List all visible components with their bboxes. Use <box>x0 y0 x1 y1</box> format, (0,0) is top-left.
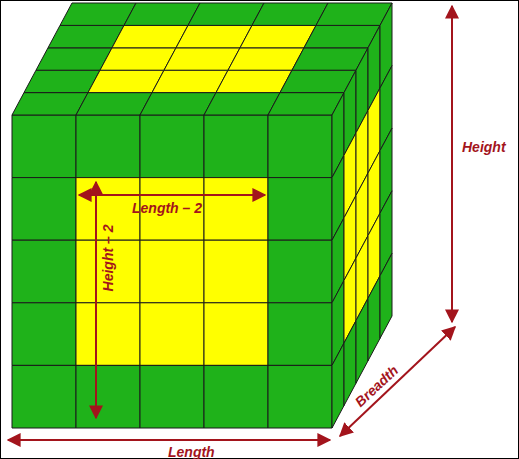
length-arrow <box>8 439 330 441</box>
cube-cell <box>76 365 140 428</box>
cube-cell <box>252 3 328 25</box>
cube-cell <box>152 70 228 92</box>
cube-cell <box>216 70 292 92</box>
cube-cell <box>380 253 392 338</box>
dimension-arrows <box>8 6 455 440</box>
dimension-label: Length – 2 <box>132 201 202 215</box>
cube-cell <box>12 240 76 303</box>
cube-cell <box>24 70 100 92</box>
cube-cell <box>204 115 268 178</box>
cube-cell <box>48 25 124 47</box>
cube-cell <box>76 115 140 178</box>
cube-cell <box>164 48 240 70</box>
cube-cell <box>36 48 112 70</box>
cube-cell <box>100 48 176 70</box>
cube-cell <box>204 365 268 428</box>
cube-cell <box>140 115 204 178</box>
cube-cell <box>204 303 268 366</box>
cube-cell <box>304 25 380 47</box>
cube-cell <box>12 115 76 178</box>
cube-cell <box>204 178 268 241</box>
cube-cell <box>76 93 152 115</box>
cube-cell <box>204 93 280 115</box>
cube-cell <box>228 48 304 70</box>
cube-cells <box>12 3 392 428</box>
height-arrow <box>451 6 453 322</box>
cube-cell <box>332 343 344 428</box>
cube-cell <box>268 365 332 428</box>
cube-cell <box>12 178 76 241</box>
cube-cell <box>88 70 164 92</box>
cube-cell <box>240 25 316 47</box>
cube-cell <box>12 93 88 115</box>
cube-cell <box>280 70 356 92</box>
cube-cell <box>112 25 188 47</box>
cube-cell <box>268 178 332 241</box>
cube-cell <box>176 25 252 47</box>
cube-cell <box>12 365 76 428</box>
cube-cell <box>124 3 200 25</box>
dimension-label: Length <box>168 445 215 459</box>
cube-cell <box>268 303 332 366</box>
cube-cell <box>12 303 76 366</box>
cube-cell <box>268 115 332 178</box>
inner-height-arrow <box>95 182 97 418</box>
cube-cell <box>356 298 368 383</box>
cube-cell <box>344 321 356 406</box>
dimension-label: Height – 2 <box>101 225 115 292</box>
dimension-label: Height <box>462 140 506 154</box>
cube-cell <box>140 303 204 366</box>
cube-cell <box>268 240 332 303</box>
cube-cell <box>76 303 140 366</box>
cube-cell <box>140 240 204 303</box>
inner-length-arrow <box>79 194 265 196</box>
cube-cell <box>204 240 268 303</box>
cube-cell <box>292 48 368 70</box>
cube-cell <box>140 365 204 428</box>
cube-cell <box>188 3 264 25</box>
cube-cell <box>140 93 216 115</box>
cube-cell <box>268 93 344 115</box>
cube-cell <box>60 3 136 25</box>
breadth-arrow <box>340 327 455 436</box>
cube-cell <box>316 3 392 25</box>
cube-cell <box>368 276 380 361</box>
